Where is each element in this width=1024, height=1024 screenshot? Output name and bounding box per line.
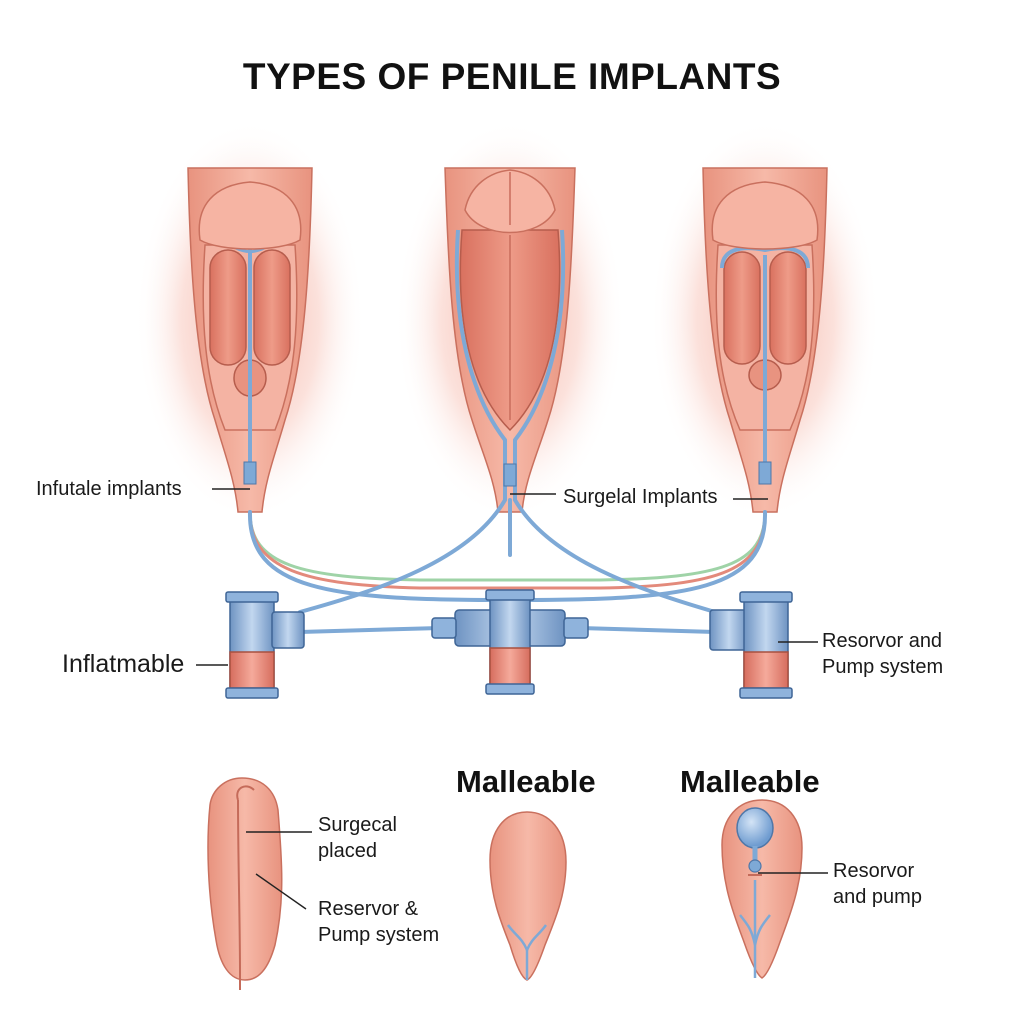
pump-right: [709, 591, 793, 699]
label-reservoir-pump-system: Resorvor and Pump system: [822, 628, 943, 680]
label-line: Reservor &: [318, 898, 419, 920]
label-inflatable-implants: Infutale implants: [36, 478, 182, 500]
implant-right: [702, 167, 828, 513]
implant-center: [444, 167, 576, 513]
label-line: Pump system: [822, 656, 944, 678]
implant-bottom-right: [721, 799, 803, 979]
implant-bottom-center: [489, 811, 567, 981]
label-line: Resorvor: [833, 860, 915, 882]
leader-lines: [196, 488, 828, 910]
label-line: Surgecal: [318, 814, 397, 836]
page-title: TYPES OF PENILE IMPLANTS: [242, 56, 782, 97]
pump-center: [431, 589, 589, 695]
heading-malleable-center: Malleable: [456, 764, 596, 799]
label-line: placed: [318, 840, 377, 862]
label-line: and pump: [833, 886, 922, 908]
label-line: Resorvor and: [822, 630, 943, 652]
label-reservoir-and-pump: Resorvor and pump: [833, 858, 922, 910]
label-surgical-implants: Surgelal Implants: [563, 486, 718, 508]
heading-malleable-right: Malleable: [680, 764, 820, 799]
label-reservoir-pump-system-bottom: Reservor & Pump system: [318, 896, 439, 948]
label-surgically-placed: Surgecal placed: [318, 812, 397, 864]
implant-left: [187, 167, 313, 513]
pump-left: [225, 591, 305, 699]
connecting-tubes: [247, 498, 768, 634]
label-line: Pump system: [318, 924, 440, 946]
label-inflatable: Inflatmable: [62, 650, 185, 678]
implant-bottom-left: [207, 777, 283, 990]
